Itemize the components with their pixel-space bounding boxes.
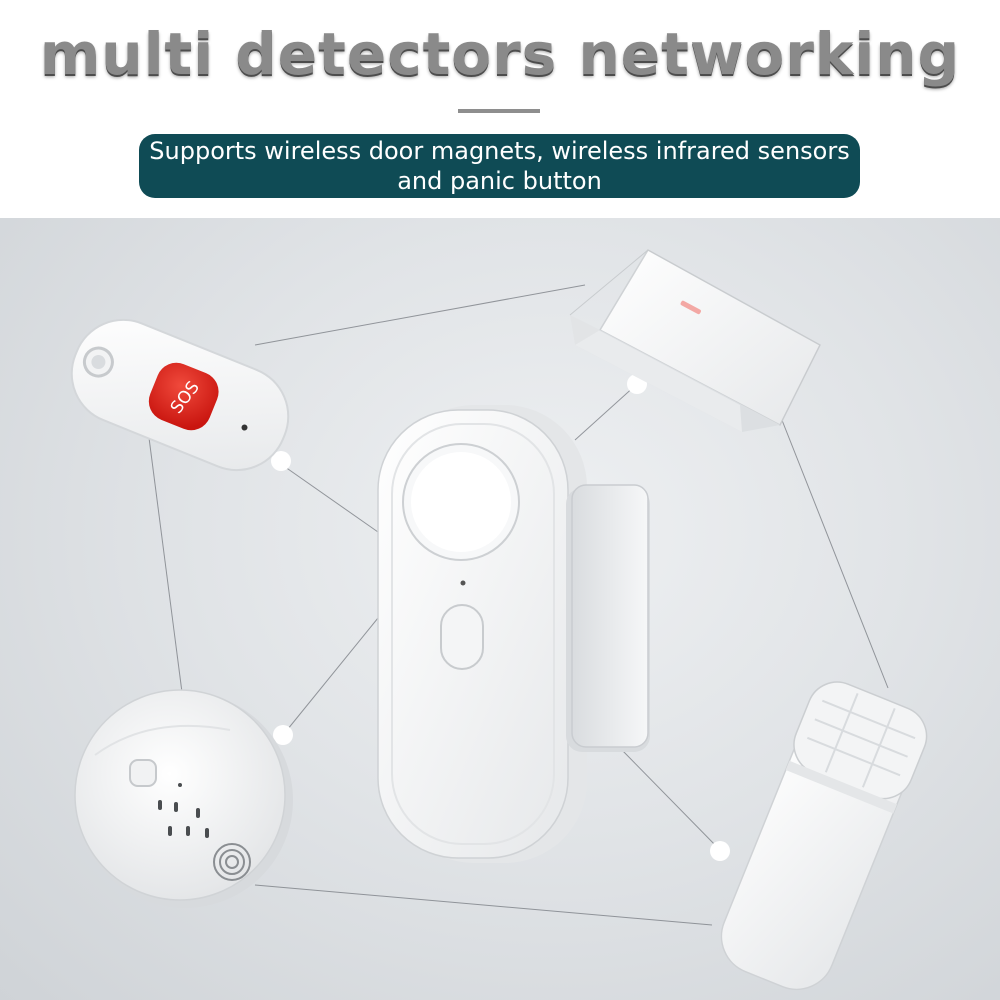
- subtitle-line-1: Supports wireless door magnets, wireless…: [149, 137, 850, 165]
- sos-button: [148, 362, 219, 431]
- page-title: multi detectors networking: [39, 20, 961, 88]
- product-scene: SOS: [0, 218, 1000, 1000]
- subtitle-banner: Supports wireless door magnets, wireless…: [139, 134, 860, 198]
- title-divider: [458, 109, 540, 113]
- smoke-detector-device: [74, 689, 293, 908]
- network-illustration: SOS: [70, 248, 928, 991]
- header: multi detectors networking Supports wire…: [0, 0, 1000, 218]
- connection-dots: [271, 374, 730, 861]
- infrared-sensor-device: [720, 681, 928, 991]
- network-lines: [147, 284, 889, 926]
- subtitle-line-2: and panic button: [397, 167, 602, 195]
- panic-button-device: SOS: [70, 318, 290, 472]
- door-sensor-hub: [377, 405, 650, 863]
- door-magnet-device: [569, 248, 821, 432]
